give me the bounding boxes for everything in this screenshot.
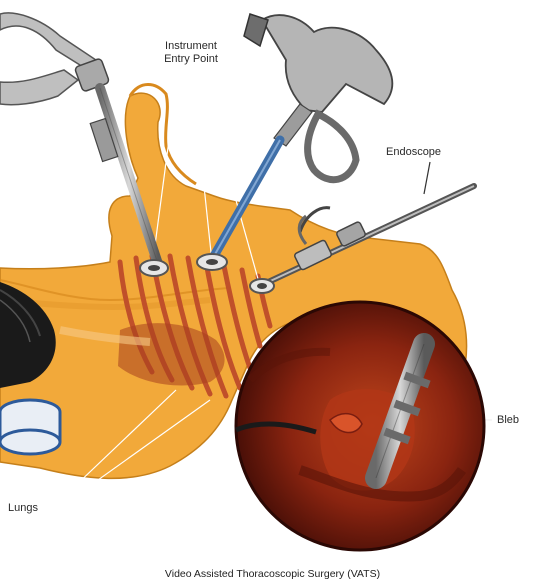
endoscope-label: Endoscope bbox=[386, 146, 441, 159]
figure-caption: Video Assisted Thoracoscopic Surgery (VA… bbox=[0, 568, 545, 580]
instrument-entry-point-label: Instrument Entry Point bbox=[150, 40, 232, 66]
tape-roll-icon bbox=[0, 400, 60, 454]
lungs-label: Lungs bbox=[8, 502, 38, 515]
bleb-label: Bleb bbox=[497, 414, 519, 427]
instrument-entry-line2: Entry Point bbox=[150, 53, 232, 66]
magnified-thoracic-view bbox=[236, 302, 484, 550]
instrument-entry-line1: Instrument bbox=[150, 40, 232, 53]
